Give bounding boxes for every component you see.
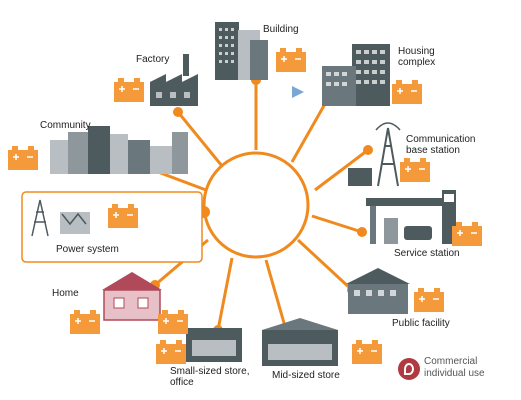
spoke-public [296,238,354,292]
label-communication-base-station: Communication base station [406,134,476,156]
watermark-text: Commercial individual use [424,356,485,379]
battery-icon [351,339,383,365]
label-public-facility: Public facility [392,318,450,329]
home-illustration [102,272,162,321]
label-factory: Factory [136,54,170,65]
pointer-arrow [292,86,304,98]
spoke-housing [290,94,332,163]
mid-sized-store-illustration [262,318,338,366]
label-housing-complex: Housing complex [398,46,436,68]
label-community: Community [40,120,91,131]
housing-complex-illustration [322,44,390,106]
battery-icon [7,145,39,171]
spoke-midsize [264,259,288,331]
watermark-logo-icon [398,358,420,380]
battery-icon [69,309,101,335]
label-service-station: Service station [394,248,460,259]
battery-icon [391,79,423,105]
building-illustration [215,22,268,80]
battery-icon [155,339,187,365]
battery-icon [399,157,431,183]
public-facility-illustration [346,268,410,314]
battery-icon [113,77,145,103]
community-illustration [50,126,188,174]
small-store-illustration [186,328,242,362]
battery-icon [275,47,307,73]
watermark: Commercial individual use [398,352,516,388]
hub-ring [202,151,310,259]
spoke-communication [314,148,369,192]
spoke-service [311,214,363,234]
factory-illustration [150,54,198,106]
battery-icon [157,309,189,335]
power-system-illustration [31,199,90,237]
communication-tower-illustration [348,122,401,187]
spoke-factory [176,111,224,167]
label-mid-sized-store: Mid-sized store [272,370,340,381]
spoke-smallstore [216,257,234,331]
battery-icon [451,221,483,247]
label-power-system: Power system [56,244,119,255]
battery-icon [413,287,445,313]
label-small-sized-store: Small-sized store, office [170,366,250,388]
service-station-illustration [366,190,456,244]
label-home: Home [52,288,79,299]
label-building: Building [263,24,299,35]
